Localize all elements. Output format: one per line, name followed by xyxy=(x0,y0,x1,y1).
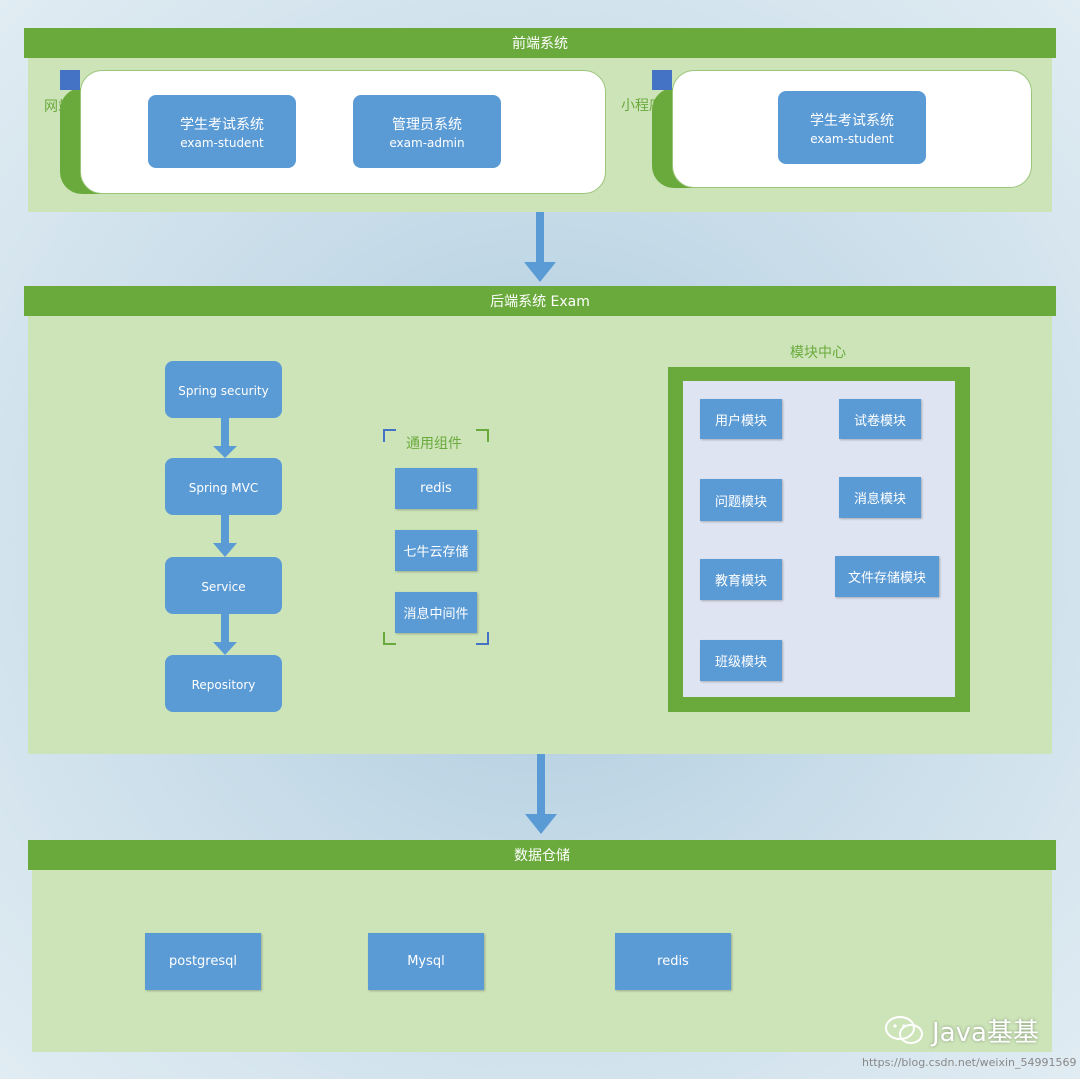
storage-label: redis xyxy=(657,954,689,969)
common-title: 通用组件 xyxy=(406,436,462,452)
frontend-title: 前端系统 xyxy=(512,36,568,52)
storage-label: postgresql xyxy=(168,954,238,969)
web-admin-system: 管理员系统 exam-admin xyxy=(353,95,501,168)
storage-title: 数据仓储 xyxy=(514,848,570,864)
module-label: 消息模块 xyxy=(853,492,906,507)
module-label: 试卷模块 xyxy=(853,413,906,429)
storage-postgresql: postgresql xyxy=(145,933,261,990)
website-tab-icon xyxy=(60,70,80,90)
module-user: 用户模块 xyxy=(700,399,782,439)
arrow-backend-to-storage xyxy=(525,754,557,834)
module-label: 教育模块 xyxy=(714,574,767,589)
common-message-middleware: 消息中间件 xyxy=(395,592,477,633)
stack-repository: Repository xyxy=(165,655,282,712)
stack-spring-mvc: Spring MVC xyxy=(165,458,282,515)
miniprogram-tab-icon xyxy=(652,70,672,90)
stack-label: Service xyxy=(201,579,246,594)
stack-label: Spring MVC xyxy=(188,480,259,495)
backend-title-band: 后端系统 Exam xyxy=(24,286,1056,316)
wechat-icon xyxy=(885,1016,923,1044)
storage-redis: redis xyxy=(615,933,731,990)
stack-label: Spring security xyxy=(178,383,269,398)
web-student-name: 学生考试系统 xyxy=(180,116,264,133)
storage-label: Mysql xyxy=(407,954,445,969)
module-label: 用户模块 xyxy=(714,413,767,429)
backend-title: 后端系统 Exam xyxy=(490,294,590,310)
stack-label: Repository xyxy=(191,677,256,692)
common-label: redis xyxy=(420,481,452,496)
module-label: 班级模块 xyxy=(714,655,767,670)
common-label: 消息中间件 xyxy=(403,607,469,622)
common-label: 七牛云存储 xyxy=(403,545,469,560)
module-question: 问题模块 xyxy=(700,479,782,521)
common-bracket-frame xyxy=(383,429,489,645)
module-exam-paper: 试卷模块 xyxy=(839,399,921,439)
miniprogram-label: 小程序 xyxy=(621,98,663,114)
modules-title: 模块中心 xyxy=(790,345,846,361)
web-admin-name: 管理员系统 xyxy=(392,116,462,133)
module-label: 问题模块 xyxy=(714,494,767,510)
common-redis: redis xyxy=(395,468,477,509)
web-admin-code: exam-admin xyxy=(389,135,465,150)
storage-mysql: Mysql xyxy=(368,933,484,990)
mini-student-name: 学生考试系统 xyxy=(810,112,894,129)
website-label: 网站 xyxy=(44,99,72,115)
stack-service: Service xyxy=(165,557,282,614)
module-file-storage: 文件存储模块 xyxy=(835,556,939,597)
watermark-brand: Java基基 xyxy=(932,1018,1039,1048)
watermark-url: https://blog.csdn.net/weixin_54991569 xyxy=(862,1056,1077,1069)
web-student-system: 学生考试系统 exam-student xyxy=(148,95,296,168)
frontend-title-band: 前端系统 xyxy=(24,28,1056,58)
module-class: 班级模块 xyxy=(700,640,782,681)
stack-spring-security: Spring security xyxy=(165,361,282,418)
module-education: 教育模块 xyxy=(700,559,782,600)
web-student-code: exam-student xyxy=(180,135,264,150)
common-qiniu-storage: 七牛云存储 xyxy=(395,530,477,571)
mini-student-code: exam-student xyxy=(810,131,894,146)
module-message: 消息模块 xyxy=(839,477,921,518)
storage-title-band: 数据仓储 xyxy=(28,840,1056,870)
mini-student-system: 学生考试系统 exam-student xyxy=(778,91,926,164)
stack-arrows xyxy=(213,418,237,655)
arrow-frontend-to-backend xyxy=(524,212,556,282)
module-label: 文件存储模块 xyxy=(847,571,926,586)
